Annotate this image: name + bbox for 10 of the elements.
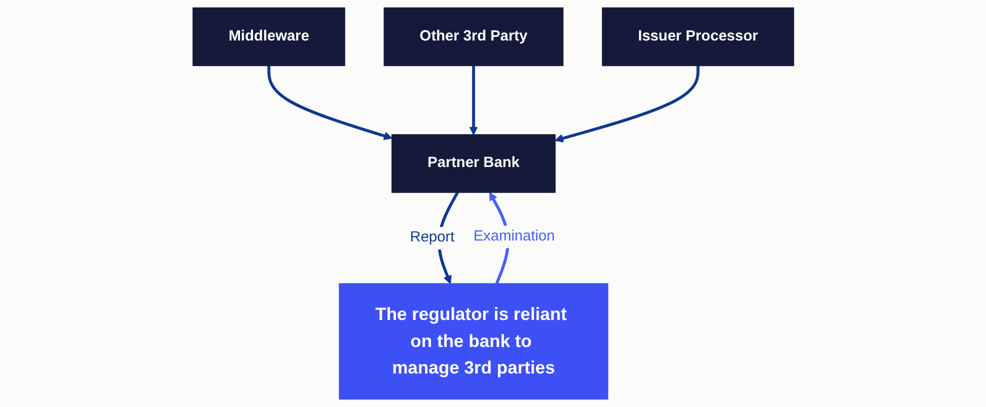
edge-label: Examination <box>473 228 555 244</box>
node-box: Partner Bank <box>391 134 556 193</box>
edge-label: Report <box>410 228 454 246</box>
node-box: Issuer Processor <box>602 7 794 66</box>
arrow <box>554 66 700 143</box>
node-box: The regulator is reliant on the bank to manage 3rd parties <box>338 283 608 400</box>
arrow <box>267 66 392 140</box>
arrow <box>468 66 478 136</box>
node-box: Other 3rd Party <box>383 7 564 66</box>
node-box: Middleware <box>192 7 345 66</box>
